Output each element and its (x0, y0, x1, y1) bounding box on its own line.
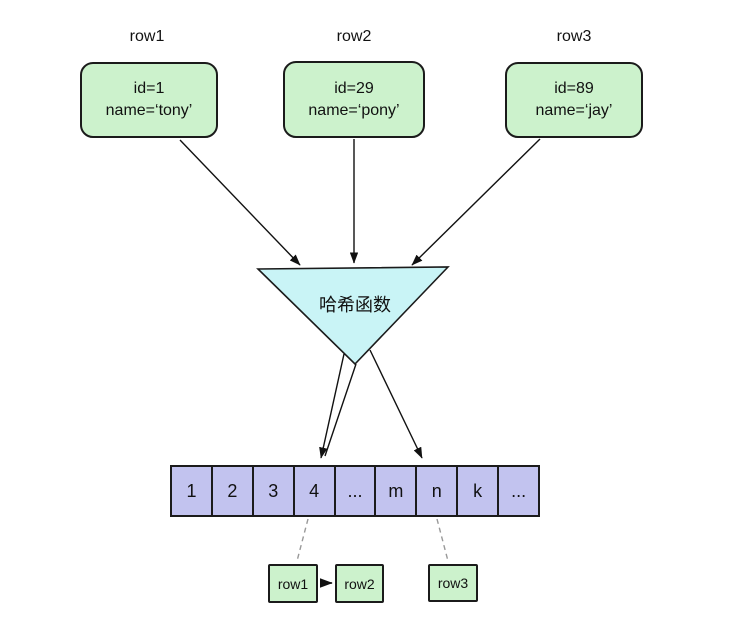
record-id-text: id=29 (334, 79, 374, 97)
array-cell: 4 (295, 467, 336, 515)
array-cell: ... (336, 467, 377, 515)
array-cell: ... (511, 480, 527, 501)
array-cell: 2 (213, 467, 254, 515)
record-node-row3: id=89 name=‘jay’ (505, 62, 643, 138)
chain-node-row2: row2 (335, 564, 384, 603)
hash-funnel-triangle (256, 266, 450, 366)
arrow-hash-to-bucketn (369, 349, 423, 459)
arrow-row1-to-hash (179, 139, 301, 266)
record-name-text: name=‘tony’ (105, 102, 193, 119)
record-title-row1: row1 (129, 28, 165, 45)
record-id-text: id=89 (554, 80, 594, 97)
array-cell: n (417, 467, 459, 515)
record-node-row1: id=1 name=‘tony’ (80, 62, 218, 138)
record-id-text: id=1 (133, 80, 165, 97)
dashed-link-bucketn-to-row3 (436, 518, 449, 562)
dashed-link-bucket4-to-row1 (296, 518, 309, 562)
hash-function-label: 哈希函数 (319, 295, 391, 315)
array-cell: k (458, 467, 500, 515)
record-title-row3: row3 (556, 28, 592, 45)
arrow-hash-to-bucket4-a (319, 353, 345, 459)
record-name-text: name=‘jay’ (535, 102, 613, 119)
record-name-text: name=‘pony’ (308, 101, 400, 119)
array-cell: 1 (172, 467, 213, 515)
record-node-row2: id=29 name=‘pony’ (283, 61, 425, 138)
hash-bucket-array: 1 2 3 4 ... m n k ... (170, 465, 540, 517)
arrow-hash-to-bucket4-b (324, 363, 357, 457)
chain-node-row1: row1 (268, 564, 318, 603)
record-title-row2: row2 (336, 28, 372, 45)
chain-node-row3: row3 (428, 564, 478, 602)
array-cell: 3 (254, 467, 295, 515)
arrow-row3-to-hash (411, 138, 541, 266)
array-cell: m (376, 467, 418, 515)
